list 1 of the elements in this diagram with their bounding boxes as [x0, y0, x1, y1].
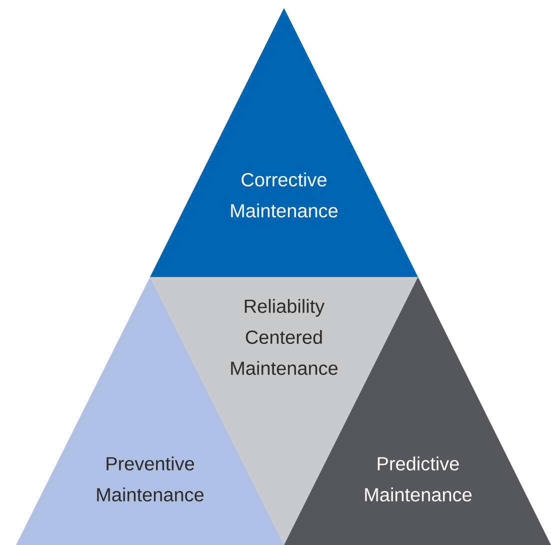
- triangle-segment: Corrective Maintenance: [150, 8, 418, 277]
